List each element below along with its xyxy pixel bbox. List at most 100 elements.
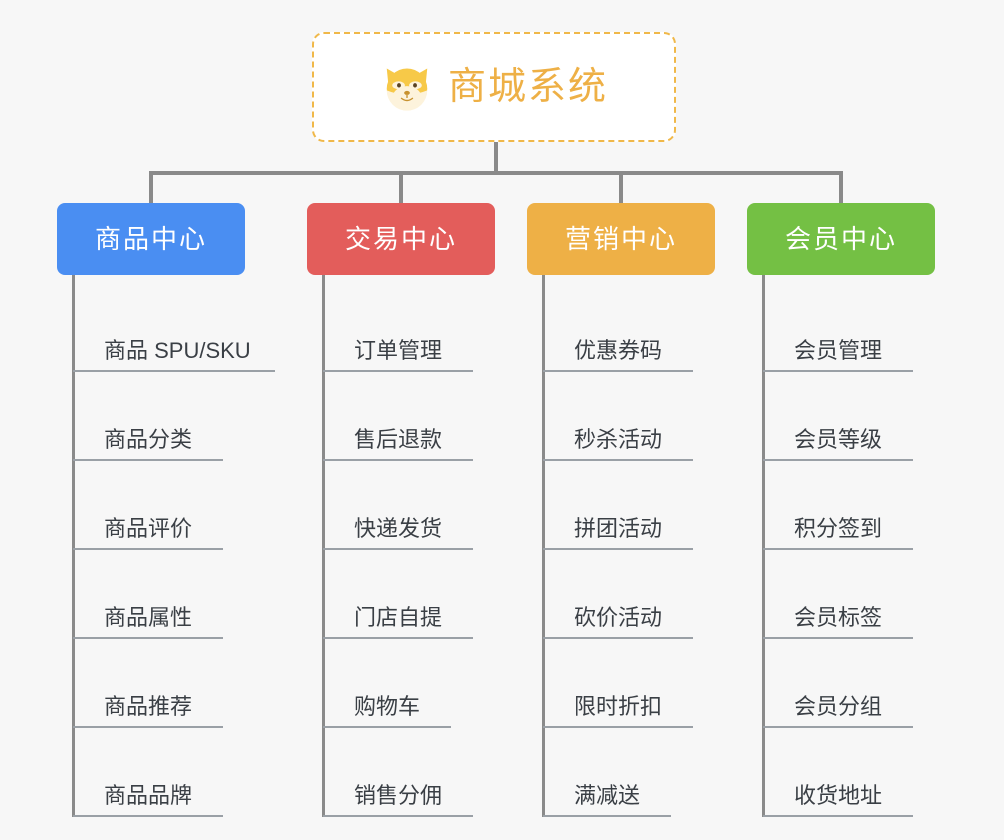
leaf-spine-1	[322, 275, 325, 817]
shiba-dog-face-icon	[386, 68, 428, 111]
leaf-label: 会员标签	[794, 605, 883, 630]
leaf-label: 商品分类	[104, 427, 193, 452]
leaf-underline	[763, 726, 913, 728]
category-header-2[interactable]: 营销中心	[527, 203, 715, 275]
leaf-spine-2	[542, 275, 545, 817]
leaf-list-3: 会员管理 会员等级 积分签到 会员标签 会员分组 收货地址	[747, 275, 935, 817]
leaf-underline	[543, 815, 671, 817]
leaf-label: 秒杀活动	[574, 427, 663, 452]
connector-drop-category-4	[839, 171, 843, 205]
connector-drop-category-1	[149, 171, 153, 205]
leaf-item[interactable]: 快递发货	[307, 461, 495, 550]
leaf-label: 快递发货	[354, 516, 443, 541]
leaf-item[interactable]: 售后退款	[307, 372, 495, 461]
leaf-item[interactable]: 门店自提	[307, 550, 495, 639]
leaf-item[interactable]: 商品评价	[57, 461, 245, 550]
leaf-label: 购物车	[354, 694, 421, 719]
connector-drop-category-3	[619, 171, 623, 205]
category-header-label-2: 营销中心	[564, 224, 677, 254]
leaf-underline	[73, 637, 223, 639]
leaf-item[interactable]: 销售分佣	[307, 728, 495, 817]
leaf-label: 限时折扣	[574, 694, 663, 719]
leaf-item[interactable]: 商品品牌	[57, 728, 245, 817]
leaf-label: 商品 SPU/SKU	[104, 338, 251, 363]
leaf-item[interactable]: 会员管理	[747, 283, 935, 372]
category-header-label-3: 会员中心	[784, 224, 897, 254]
leaf-list-2: 优惠券码 秒杀活动 拼团活动 砍价活动 限时折扣 满减送	[527, 275, 715, 817]
leaf-label: 满减送	[574, 783, 641, 808]
leaf-label: 商品属性	[104, 605, 193, 630]
leaf-underline	[323, 726, 451, 728]
leaf-label: 商品评价	[104, 516, 193, 541]
leaf-label: 门店自提	[354, 605, 443, 630]
leaf-underline	[73, 726, 223, 728]
leaf-item[interactable]: 订单管理	[307, 283, 495, 372]
leaf-label: 订单管理	[354, 338, 443, 363]
category-header-label-0: 商品中心	[94, 224, 207, 254]
leaf-item[interactable]: 满减送	[527, 728, 715, 817]
leaf-underline	[73, 459, 223, 461]
leaf-item[interactable]: 秒杀活动	[527, 372, 715, 461]
leaf-underline	[763, 459, 913, 461]
leaf-underline	[763, 548, 913, 550]
leaf-item[interactable]: 限时折扣	[527, 639, 715, 728]
leaf-label: 商品品牌	[104, 783, 193, 808]
category-column-会员中心: 会员中心 会员管理 会员等级 积分签到 会员标签 会员分组	[747, 203, 935, 817]
category-column-营销中心: 营销中心 优惠券码 秒杀活动 拼团活动 砍价活动 限时折扣	[527, 203, 715, 817]
leaf-item[interactable]: 会员标签	[747, 550, 935, 639]
leaf-label: 商品推荐	[104, 694, 193, 719]
leaf-spine-0	[72, 275, 75, 817]
leaf-underline	[323, 459, 473, 461]
root-node[interactable]: 商城系统	[312, 32, 676, 142]
leaf-underline	[323, 637, 473, 639]
leaf-item[interactable]: 砍价活动	[527, 550, 715, 639]
leaf-item[interactable]: 拼团活动	[527, 461, 715, 550]
leaf-underline	[763, 637, 913, 639]
leaf-label: 售后退款	[354, 427, 443, 452]
leaf-label: 会员管理	[794, 338, 883, 363]
category-header-0[interactable]: 商品中心	[57, 203, 245, 275]
leaf-list-1: 订单管理 售后退款 快递发货 门店自提 购物车 销售分佣	[307, 275, 495, 817]
leaf-item[interactable]: 商品 SPU/SKU	[57, 283, 275, 372]
category-header-1[interactable]: 交易中心	[307, 203, 495, 275]
leaf-underline	[73, 370, 275, 372]
root-node-title: 商城系统	[447, 66, 608, 108]
leaf-label: 优惠券码	[574, 338, 663, 363]
leaf-label: 积分签到	[794, 516, 883, 541]
leaf-underline	[543, 370, 693, 372]
leaf-label: 砍价活动	[574, 605, 663, 630]
leaf-item[interactable]: 会员等级	[747, 372, 935, 461]
leaf-item[interactable]: 商品推荐	[57, 639, 245, 728]
leaf-underline	[543, 637, 693, 639]
leaf-item[interactable]: 收货地址	[747, 728, 935, 817]
leaf-underline	[323, 815, 473, 817]
leaf-underline	[763, 370, 913, 372]
leaf-item[interactable]: 商品分类	[57, 372, 245, 461]
leaf-label: 拼团活动	[574, 516, 663, 541]
leaf-spine-3	[762, 275, 765, 817]
leaf-label: 会员等级	[794, 427, 883, 452]
leaf-underline	[543, 726, 693, 728]
leaf-label: 收货地址	[794, 783, 883, 808]
connector-horizontal-bus	[150, 171, 841, 175]
category-header-3[interactable]: 会员中心	[747, 203, 935, 275]
leaf-underline	[543, 548, 693, 550]
leaf-underline	[323, 370, 473, 372]
leaf-underline	[323, 548, 473, 550]
leaf-item[interactable]: 积分签到	[747, 461, 935, 550]
leaf-item[interactable]: 会员分组	[747, 639, 935, 728]
leaf-item[interactable]: 购物车	[307, 639, 495, 728]
leaf-item[interactable]: 优惠券码	[527, 283, 715, 372]
leaf-item[interactable]: 商品属性	[57, 550, 245, 639]
leaf-label: 销售分佣	[354, 783, 443, 808]
leaf-label: 会员分组	[794, 694, 883, 719]
leaf-underline	[73, 548, 223, 550]
leaf-list-0: 商品 SPU/SKU 商品分类 商品评价 商品属性 商品推荐 商品品牌	[57, 275, 275, 817]
category-column-商品中心: 商品中心 商品 SPU/SKU 商品分类 商品评价 商品属性 商品推荐	[57, 203, 275, 817]
leaf-underline	[763, 815, 913, 817]
category-column-交易中心: 交易中心 订单管理 售后退款 快递发货 门店自提 购物车	[307, 203, 495, 817]
connector-drop-category-2	[399, 171, 403, 205]
category-header-label-1: 交易中心	[344, 224, 457, 254]
leaf-underline	[543, 459, 693, 461]
